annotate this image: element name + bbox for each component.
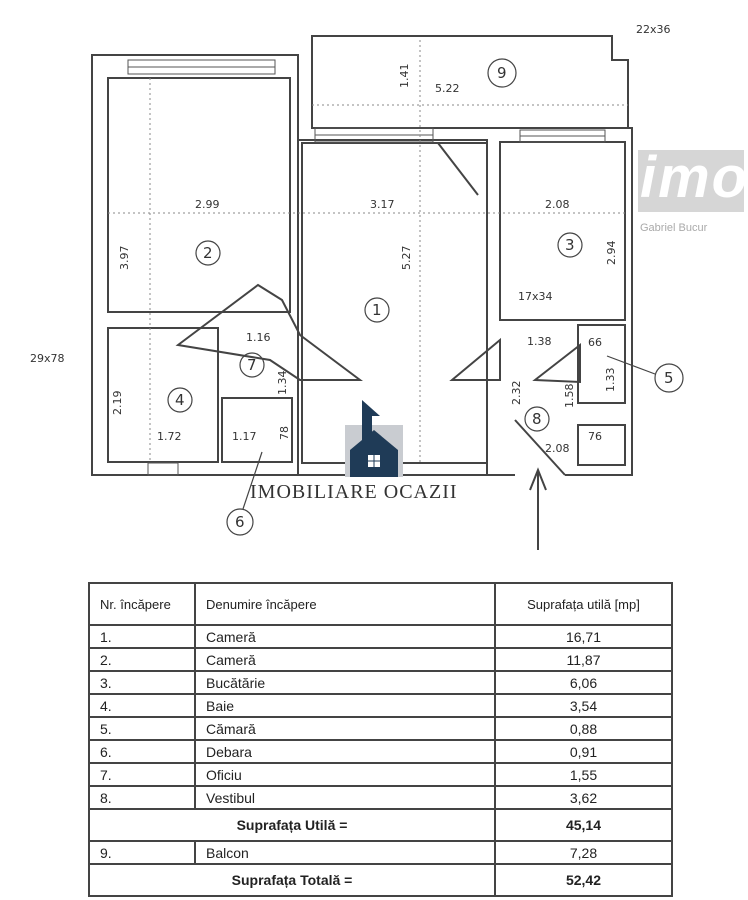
cell: Cămară [194, 716, 496, 741]
dim-label: 5.22 [435, 82, 460, 95]
room-numbers: 1 2 3 4 5 6 7 8 9 [175, 64, 674, 531]
header-area: Suprafața utilă [mp] [494, 582, 673, 626]
util-value: 45,14 [494, 808, 673, 842]
dim-label: 1.33 [604, 368, 617, 393]
cell: 3,54 [494, 693, 673, 718]
room-number-7: 7 [247, 356, 257, 374]
cell: 4. [88, 693, 196, 718]
dim-label: 76 [588, 430, 602, 443]
watermark-logo: imo [640, 145, 748, 210]
cell: Cameră [194, 647, 496, 672]
cell: 1. [88, 624, 196, 649]
dim-label: 22x36 [636, 23, 671, 36]
dim-label: 2.94 [605, 241, 618, 266]
total-label: Suprafața Totală = [88, 863, 496, 897]
cell: 6. [88, 739, 196, 764]
floor-plan: 22x36 1.41 5.22 2.99 3.97 3.17 5.27 2.08… [30, 23, 684, 550]
cell: 11,87 [494, 647, 673, 672]
util-area-row: Suprafața Utilă =45,14 [88, 808, 673, 842]
watermark-band [638, 150, 744, 212]
dim-label: 66 [588, 336, 602, 349]
dim-label: 3.97 [118, 246, 131, 271]
room-number-8: 8 [532, 410, 542, 428]
cell: 7. [88, 762, 196, 787]
dim-label: 5.27 [400, 246, 413, 271]
cell: Balcon [194, 840, 496, 865]
dim-label: 1.72 [157, 430, 182, 443]
windows [127, 59, 606, 476]
dim-label: 29x78 [30, 352, 65, 365]
cell: 0,91 [494, 739, 673, 764]
room-number-6: 6 [235, 513, 245, 531]
dim-label: 2.19 [111, 391, 124, 416]
dim-label: 2.32 [510, 381, 523, 406]
dim-label: 1.34 [276, 371, 289, 396]
cell: 0,88 [494, 716, 673, 741]
room-number-2: 2 [203, 244, 213, 262]
dim-label: 1.38 [527, 335, 552, 348]
util-label: Suprafața Utilă = [88, 808, 496, 842]
agency-logo [345, 400, 403, 477]
table-header: Nr. încăpere Denumire încăpere Suprafața… [88, 582, 673, 626]
dim-label: 17x34 [518, 290, 553, 303]
dim-label: 1.41 [398, 64, 411, 89]
cell: 16,71 [494, 624, 673, 649]
dim-label: 2.08 [545, 198, 570, 211]
cell: Baie [194, 693, 496, 718]
cell: 7,28 [494, 840, 673, 865]
cell: 2. [88, 647, 196, 672]
cell: 3. [88, 670, 196, 695]
total-value: 52,42 [494, 863, 673, 897]
cell: 9. [88, 840, 196, 865]
cell: 3,62 [494, 785, 673, 810]
dim-label: 1.58 [563, 384, 576, 409]
watermark-author: Gabriel Bucur [640, 222, 708, 234]
dim-label: 3.17 [370, 198, 395, 211]
dim-label: 1.17 [232, 430, 257, 443]
cell: Debara [194, 739, 496, 764]
dim-label: 78 [278, 426, 291, 440]
header-name: Denumire încăpere [194, 582, 496, 626]
cell: Oficiu [194, 762, 496, 787]
room-area-table: Nr. încăpere Denumire încăpere Suprafața… [88, 582, 673, 897]
room-number-5: 5 [664, 369, 674, 387]
cell: 6,06 [494, 670, 673, 695]
room-number-4: 4 [175, 391, 185, 409]
room-number-1: 1 [372, 301, 382, 319]
room-number-9: 9 [497, 64, 507, 82]
room-markers [167, 58, 684, 536]
cell: Vestibul [194, 785, 496, 810]
dim-label: 2.08 [545, 442, 570, 455]
header-nr: Nr. încăpere [88, 582, 196, 626]
dimension-lines [108, 40, 628, 462]
room-number-3: 3 [565, 236, 575, 254]
cell: 8. [88, 785, 196, 810]
cell: 1,55 [494, 762, 673, 787]
dim-label: 2.99 [195, 198, 220, 211]
dimension-labels: 22x36 1.41 5.22 2.99 3.97 3.17 5.27 2.08… [30, 23, 671, 455]
dim-label: 1.16 [246, 331, 271, 344]
cell: Bucătărie [194, 670, 496, 695]
total-area-row: Suprafața Totală =52,42 [88, 863, 673, 897]
cell: Cameră [194, 624, 496, 649]
agency-name: IMOBILIARE OCAZII [250, 481, 458, 503]
cell: 5. [88, 716, 196, 741]
